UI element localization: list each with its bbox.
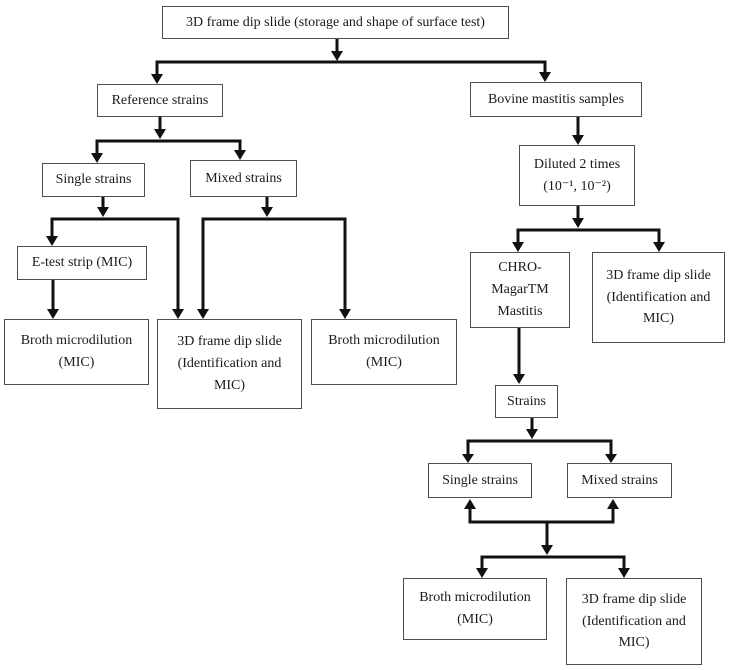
connector-etest-broth [47, 280, 59, 319]
connector-bidirectional-tests [464, 499, 630, 578]
node-dip-slide-right-top: 3D frame dip slide (Identification and M… [592, 252, 725, 343]
connector-diluted-split [512, 206, 665, 252]
node-broth-microdilution-bottom: Broth microdilution (MIC) [403, 578, 547, 640]
node-broth-microdilution-mid: Broth microdilution (MIC) [311, 319, 457, 385]
node-single-strains-right: Single strains [428, 463, 532, 498]
connector-strains-split [462, 418, 617, 463]
node-single-strains-left: Single strains [42, 163, 145, 197]
connector-mixed-left-split [197, 197, 351, 319]
node-broth-microdilution-left: Broth microdilution (MIC) [4, 319, 149, 385]
node-chromagar-mastitis: CHRO- MagarTM Mastitis [470, 252, 570, 328]
node-strains: Strains [495, 385, 558, 418]
connector-single-left-split [46, 197, 184, 319]
node-reference-strains: Reference strains [97, 84, 223, 117]
node-bovine-mastitis-samples: Bovine mastitis samples [470, 82, 642, 117]
node-dip-slide-bottom: 3D frame dip slide (Identification and M… [566, 578, 702, 665]
node-dip-slide-left: 3D frame dip slide (Identification and M… [157, 319, 302, 409]
connector-top-split [151, 39, 551, 84]
node-etest-strip: E-test strip (MIC) [17, 246, 147, 280]
connector-chromagar-strains [513, 328, 525, 384]
node-diluted-2-times: Diluted 2 times (10⁻¹, 10⁻²) [519, 145, 635, 206]
node-mixed-strains-right: Mixed strains [567, 463, 672, 498]
node-mixed-strains-left: Mixed strains [190, 160, 297, 197]
node-top: 3D frame dip slide (storage and shape of… [162, 6, 509, 39]
connector-bovine-diluted [572, 117, 584, 145]
connector-reference-split [91, 117, 246, 163]
